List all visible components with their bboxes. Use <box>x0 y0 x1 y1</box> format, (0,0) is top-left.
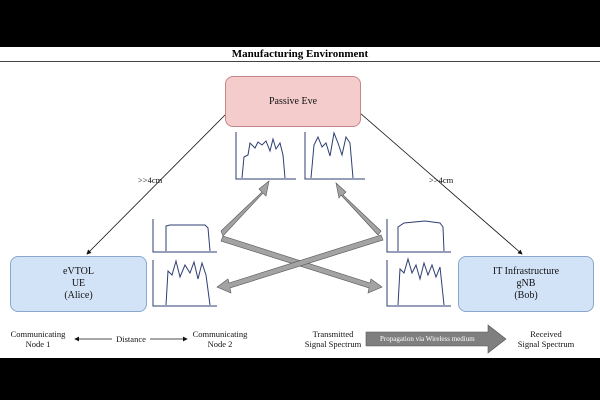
node-alice-line2: UE <box>71 278 86 289</box>
propagation-arrows <box>216 180 384 294</box>
legend-received: Received Signal Spectrum <box>510 329 582 349</box>
legend-node1-line1: Communicating <box>10 329 66 339</box>
arrow-bob-to-eve <box>335 182 382 236</box>
node-bob-line1: IT Infrastructure <box>492 266 560 277</box>
legend-node2: Communicating Node 2 <box>188 329 252 349</box>
legend-node2-line2: Node 2 <box>207 339 233 349</box>
diagram-title: Manufacturing Environment <box>231 48 369 60</box>
legend-transmitted-line2: Signal Spectrum <box>304 339 362 349</box>
node-bob-line2: gNB <box>516 278 536 289</box>
legend-distance: Distance <box>116 334 146 344</box>
diagram-graphics <box>74 108 523 354</box>
spectrum-alice-rx <box>152 259 217 307</box>
distance-label-left: >>4cm <box>138 175 163 185</box>
legend-received-line1: Received <box>530 329 562 339</box>
node-bob: IT Infrastructure gNB (Bob) <box>458 256 594 312</box>
node-alice: eVTOL UE (Alice) <box>10 256 147 312</box>
spectrum-alice-tx <box>152 219 217 253</box>
arrow-bob-to-alice <box>216 234 384 294</box>
node-eve-label: Passive Eve <box>268 95 318 107</box>
legend-node1: Communicating Node 1 <box>6 329 70 349</box>
legend-transmitted: Transmitted Signal Spectrum <box>298 329 368 349</box>
distance-arrow-bob-eve <box>355 108 523 255</box>
node-passive-eve: Passive Eve <box>225 76 361 127</box>
legend-transmitted-line1: Transmitted <box>312 329 354 339</box>
spectrum-eve-left <box>235 132 296 180</box>
distance-label-right: >>4cm <box>429 175 454 185</box>
distance-arrow-alice-eve <box>86 108 232 255</box>
legend-propagation-label: Propagation via Wireless medium <box>380 335 475 343</box>
legend-received-line2: Signal Spectrum <box>517 339 575 349</box>
spectrum-bob-rx <box>386 257 451 307</box>
node-alice-line1: eVTOL <box>63 266 94 277</box>
node-alice-line3: (Alice) <box>64 290 93 301</box>
diagram-canvas: Manufacturing Environment <box>0 47 600 358</box>
arrow-alice-to-eve <box>220 180 270 237</box>
spectrum-eve-right <box>304 131 365 180</box>
node-bob-line3: (Bob) <box>514 290 538 301</box>
legend-node2-line1: Communicating <box>192 329 248 339</box>
spectrum-bob-tx <box>386 219 451 253</box>
legend-propagation-arrow <box>365 324 507 354</box>
legend-node1-line2: Node 1 <box>25 339 51 349</box>
diagram-frame <box>0 61 600 357</box>
